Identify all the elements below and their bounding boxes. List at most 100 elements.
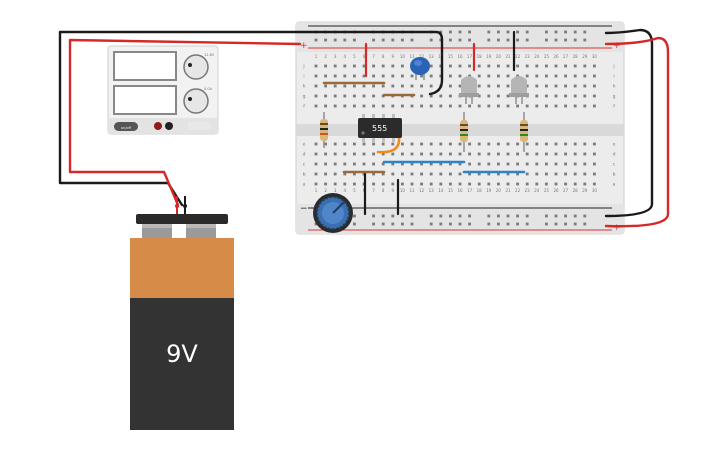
terminal-hole[interactable]: [554, 64, 558, 68]
terminal-hole[interactable]: [429, 104, 433, 108]
terminal-hole[interactable]: [391, 162, 395, 166]
terminal-hole[interactable]: [593, 104, 596, 108]
rail-hole[interactable]: [391, 38, 395, 42]
rail-hole[interactable]: [583, 30, 587, 34]
terminal-hole[interactable]: [420, 84, 423, 88]
terminal-hole[interactable]: [497, 104, 500, 108]
rail-hole[interactable]: [468, 214, 471, 218]
rail-hole[interactable]: [497, 222, 500, 226]
terminal-hole[interactable]: [362, 162, 366, 166]
rail-hole[interactable]: [554, 30, 558, 34]
terminal-hole[interactable]: [497, 74, 500, 78]
terminal-hole[interactable]: [343, 64, 347, 68]
terminal-hole[interactable]: [516, 162, 519, 166]
terminal-hole[interactable]: [525, 182, 529, 186]
terminal-hole[interactable]: [381, 104, 385, 108]
power-supply-icon[interactable]: 12.8V 0.0A on/off: [107, 45, 219, 135]
terminal-hole[interactable]: [506, 182, 510, 186]
terminal-hole[interactable]: [314, 182, 318, 186]
resistor-icon-2[interactable]: [460, 112, 468, 152]
terminal-hole[interactable]: [353, 172, 356, 176]
terminal-hole[interactable]: [506, 172, 510, 176]
terminal-hole[interactable]: [372, 182, 375, 186]
terminal-hole[interactable]: [573, 74, 577, 78]
terminal-hole[interactable]: [506, 104, 510, 108]
terminal-hole[interactable]: [554, 162, 558, 166]
terminal-hole[interactable]: [573, 94, 577, 98]
terminal-hole[interactable]: [497, 152, 500, 156]
breadboard-holes[interactable]: [314, 30, 596, 226]
rail-hole[interactable]: [458, 38, 462, 42]
terminal-hole[interactable]: [324, 84, 327, 88]
terminal-hole[interactable]: [468, 172, 471, 176]
terminal-hole[interactable]: [525, 74, 529, 78]
terminal-hole[interactable]: [564, 64, 567, 68]
terminal-hole[interactable]: [545, 142, 548, 146]
terminal-hole[interactable]: [410, 182, 414, 186]
terminal-hole[interactable]: [429, 152, 433, 156]
rail-hole[interactable]: [468, 222, 471, 226]
terminal-hole[interactable]: [324, 152, 327, 156]
terminal-hole[interactable]: [583, 142, 587, 146]
terminal-hole[interactable]: [593, 64, 596, 68]
terminal-hole[interactable]: [410, 142, 414, 146]
terminal-hole[interactable]: [497, 172, 500, 176]
terminal-hole[interactable]: [333, 104, 337, 108]
terminal-hole[interactable]: [525, 152, 529, 156]
terminal-hole[interactable]: [410, 74, 414, 78]
rail-hole[interactable]: [564, 214, 567, 218]
terminal-hole[interactable]: [525, 162, 529, 166]
rail-hole[interactable]: [545, 30, 548, 34]
rail-hole[interactable]: [487, 38, 491, 42]
terminal-hole[interactable]: [554, 74, 558, 78]
top-power-rail[interactable]: [296, 22, 624, 52]
rail-hole[interactable]: [333, 38, 337, 42]
terminal-hole[interactable]: [525, 104, 529, 108]
wires[interactable]: [58, 28, 670, 228]
rail-hole[interactable]: [429, 38, 433, 42]
rail-hole[interactable]: [324, 38, 327, 42]
terminal-hole[interactable]: [429, 64, 433, 68]
terminal-hole[interactable]: [564, 94, 567, 98]
terminal-hole[interactable]: [391, 84, 395, 88]
terminal-hole[interactable]: [401, 74, 404, 78]
rail-hole[interactable]: [573, 30, 577, 34]
terminal-hole[interactable]: [420, 152, 423, 156]
terminal-hole[interactable]: [525, 172, 529, 176]
terminal-hole[interactable]: [401, 84, 404, 88]
terminal-hole[interactable]: [497, 182, 500, 186]
rail-hole[interactable]: [372, 214, 375, 218]
terminal-hole[interactable]: [535, 74, 539, 78]
terminal-hole[interactable]: [535, 94, 539, 98]
wire-red-battery[interactable]: [68, 38, 302, 207]
rail-hole[interactable]: [381, 222, 385, 226]
terminal-hole[interactable]: [573, 152, 577, 156]
terminal-hole[interactable]: [593, 152, 596, 156]
led-icon-2[interactable]: [509, 76, 529, 104]
rail-hole[interactable]: [564, 30, 567, 34]
terminal-hole[interactable]: [458, 84, 462, 88]
terminal-hole[interactable]: [516, 142, 519, 146]
terminal-hole[interactable]: [506, 84, 510, 88]
terminal-hole[interactable]: [506, 152, 510, 156]
wire-black-battery[interactable]: [58, 30, 444, 207]
rail-hole[interactable]: [583, 38, 587, 42]
rail-hole[interactable]: [506, 38, 510, 42]
terminal-hole[interactable]: [458, 172, 462, 176]
terminal-hole[interactable]: [468, 182, 471, 186]
terminal-hole[interactable]: [439, 142, 443, 146]
terminal-hole[interactable]: [429, 142, 433, 146]
terminal-hole[interactable]: [401, 172, 404, 176]
terminal-hole[interactable]: [449, 64, 452, 68]
terminal-hole[interactable]: [362, 152, 366, 156]
terminal-hole[interactable]: [314, 162, 318, 166]
rail-hole[interactable]: [487, 214, 491, 218]
terminal-hole[interactable]: [381, 172, 385, 176]
terminal-hole[interactable]: [391, 182, 395, 186]
terminal-hole[interactable]: [449, 84, 452, 88]
terminal-hole[interactable]: [477, 94, 481, 98]
terminal-hole[interactable]: [458, 74, 462, 78]
terminal-hole[interactable]: [314, 104, 318, 108]
rail-hole[interactable]: [343, 38, 347, 42]
rail-hole[interactable]: [497, 38, 500, 42]
